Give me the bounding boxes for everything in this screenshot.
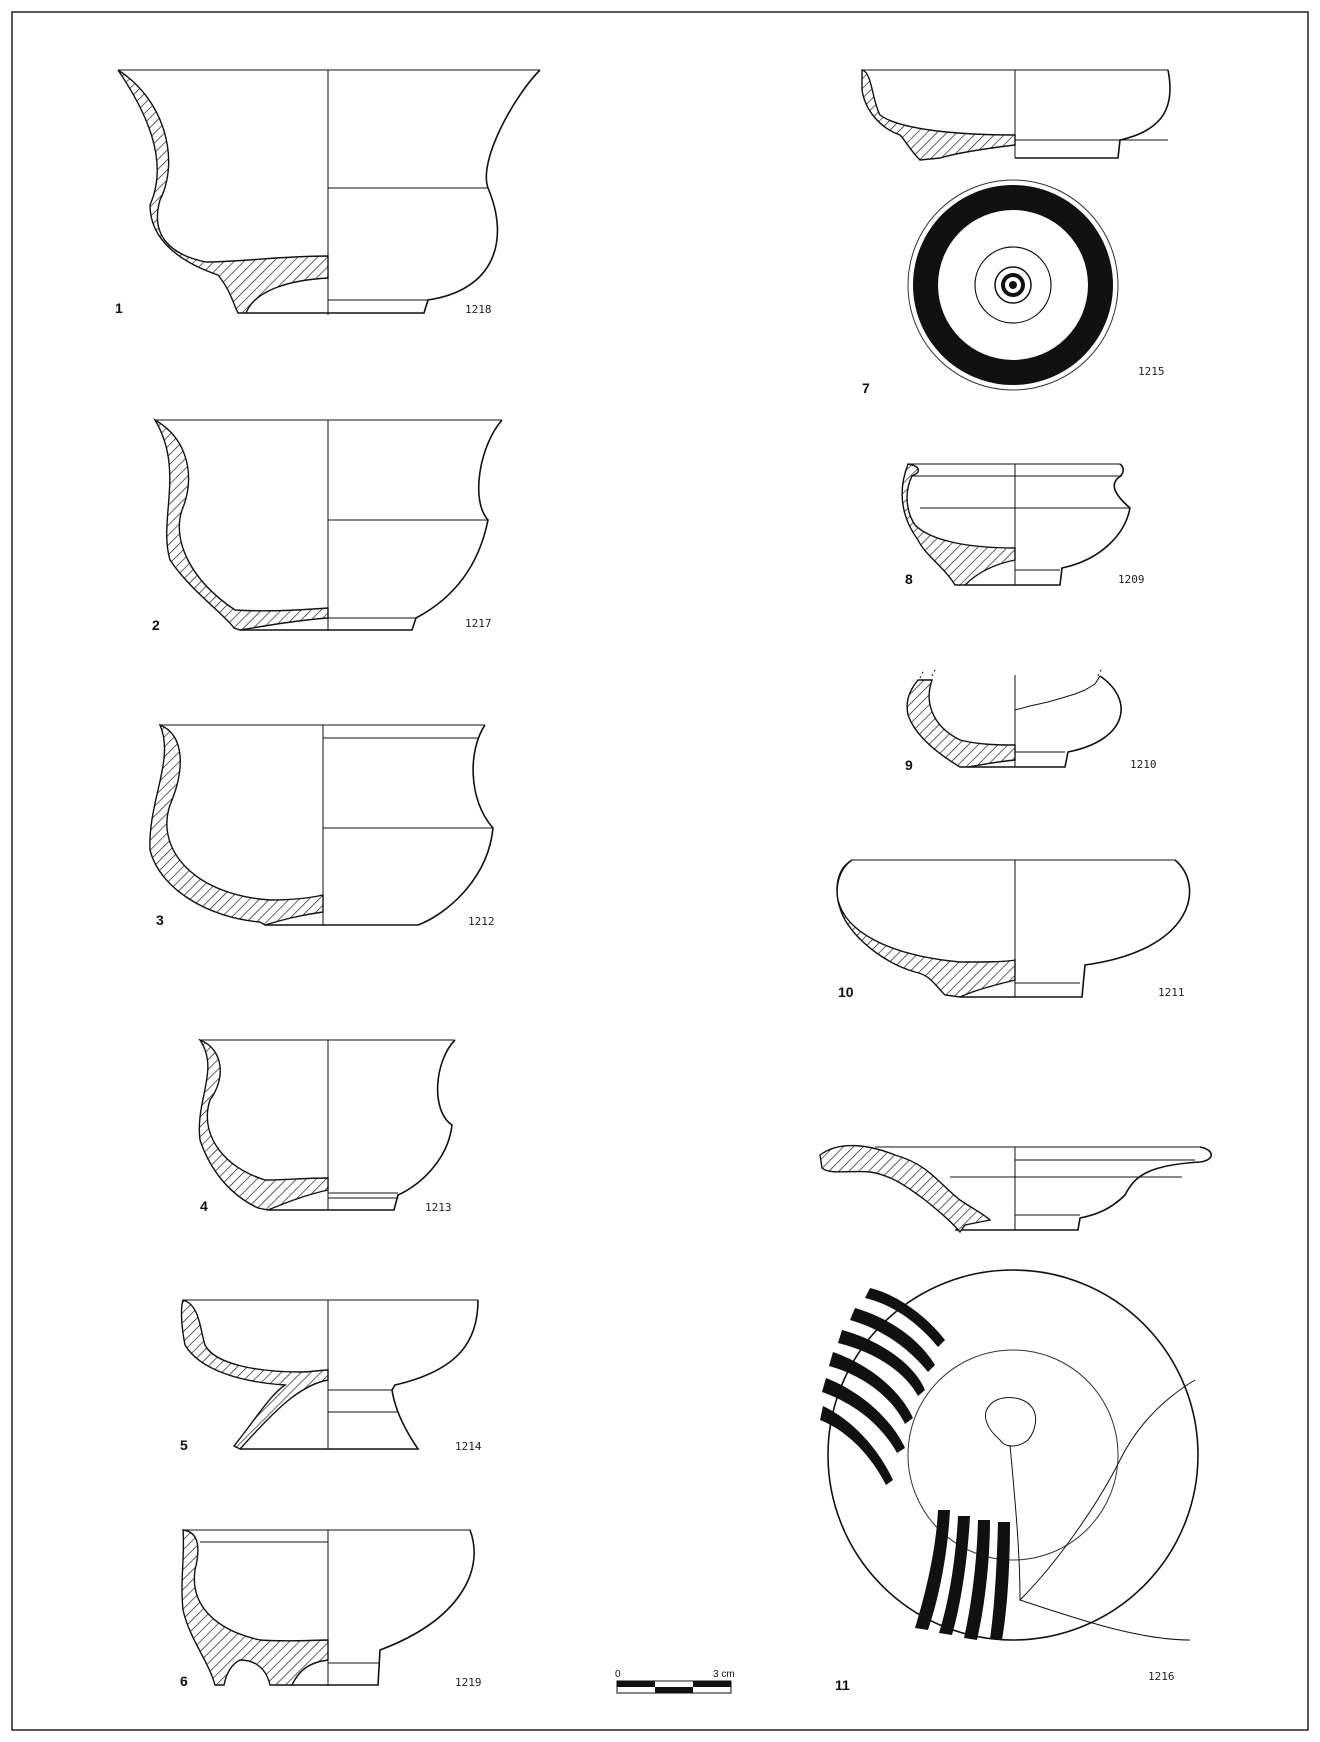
inventory-number-11: 1216 — [1148, 1670, 1175, 1683]
inventory-number-5: 1214 — [455, 1440, 482, 1453]
vessel-6-drawing — [181, 1529, 475, 1686]
vessel-4-drawing — [198, 1038, 456, 1211]
inventory-number-10: 1211 — [1158, 986, 1185, 999]
vessel-1-drawing — [117, 69, 541, 315]
vessel-7-top-view — [907, 179, 1119, 391]
inventory-number-7: 1215 — [1138, 365, 1165, 378]
figure-number-6: 6 — [180, 1673, 188, 1689]
plate-frame — [11, 11, 1309, 1731]
figure-number-4: 4 — [200, 1198, 208, 1214]
figure-number-9: 9 — [905, 757, 913, 773]
scale-bar — [616, 1680, 732, 1694]
figure-number-11: 11 — [835, 1677, 850, 1693]
figure-number-10: 10 — [838, 984, 854, 1000]
inventory-number-1: 1218 — [465, 303, 492, 316]
vessel-2-drawing — [153, 418, 503, 631]
figure-number-2: 2 — [152, 617, 160, 633]
vessel-3-drawing — [149, 723, 494, 926]
vessel-11-lower-stripes — [915, 1510, 1010, 1640]
inventory-number-3: 1212 — [468, 915, 495, 928]
vessel-8-drawing — [901, 463, 1131, 586]
vessel-10-drawing — [836, 859, 1191, 998]
vessel-11-top-view — [820, 1269, 1199, 1641]
inventory-number-4: 1213 — [425, 1201, 452, 1214]
inventory-number-8: 1209 — [1118, 573, 1145, 586]
vessel-11-profile — [819, 1144, 1213, 1234]
scale-end-label: 3 cm — [713, 1669, 735, 1680]
figure-number-8: 8 — [905, 571, 913, 587]
figure-number-5: 5 — [180, 1437, 188, 1453]
figure-number-7: 7 — [862, 380, 870, 396]
vessel-5-drawing — [180, 1299, 479, 1450]
vessel-11-upper-stripes — [820, 1288, 945, 1485]
scale-start-label: 0 — [615, 1669, 621, 1680]
vessel-7-profile — [861, 69, 1171, 161]
figure-number-1: 1 — [115, 300, 123, 316]
figure-number-3: 3 — [156, 912, 164, 928]
inventory-number-9: 1210 — [1130, 758, 1157, 771]
vessel-9-drawing — [906, 667, 1122, 768]
inventory-number-2: 1217 — [465, 617, 492, 630]
inventory-number-6: 1219 — [455, 1676, 482, 1689]
